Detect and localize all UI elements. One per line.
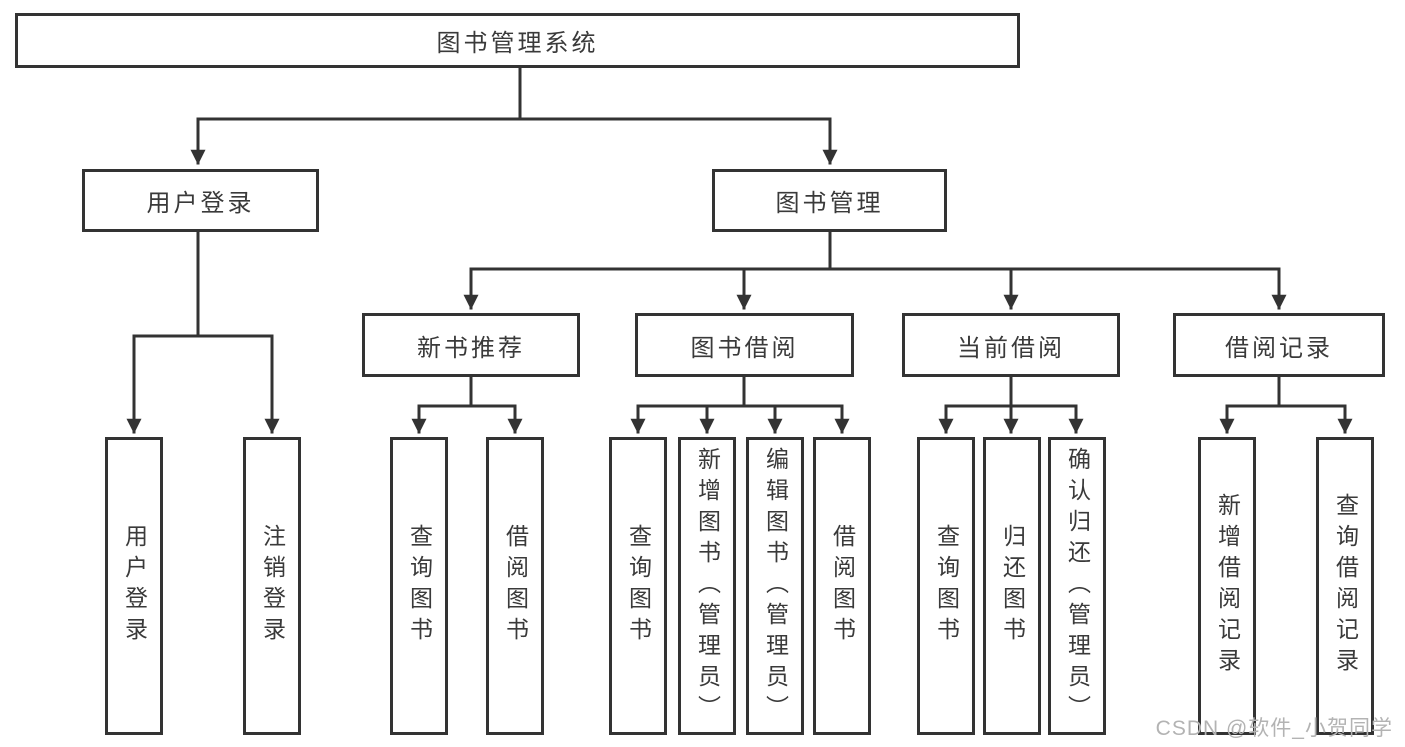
connector-book-borrow-to-leaves bbox=[630, 373, 850, 434]
connector-borrow-record-to-leaves bbox=[1219, 373, 1353, 434]
leaf-user-login: 用户登录 bbox=[105, 437, 163, 735]
leaf-borrow-book-recommend: 借阅图书 bbox=[486, 437, 544, 735]
node-user-login: 用户登录 bbox=[82, 169, 319, 232]
leaf-confirm-return-admin: 确认归还（管理员） bbox=[1048, 437, 1106, 735]
leaf-edit-book-admin: 编辑图书（管理员） bbox=[746, 437, 804, 735]
node-borrow-records: 借阅记录 bbox=[1173, 313, 1385, 377]
node-current-borrow: 当前借阅 bbox=[902, 313, 1120, 377]
node-library-system: 图书管理系统 bbox=[15, 13, 1020, 68]
node-book-management: 图书管理 bbox=[712, 169, 947, 232]
connector-user-login-to-leaves bbox=[126, 229, 280, 434]
node-book-borrow: 图书借阅 bbox=[635, 313, 854, 377]
node-new-book-recommend: 新书推荐 bbox=[362, 313, 580, 377]
connector-current-borrow-to-leaves bbox=[938, 373, 1084, 434]
leaf-add-book-admin: 新增图书（管理员） bbox=[678, 437, 736, 735]
leaf-query-book-recommend: 查询图书 bbox=[390, 437, 448, 735]
leaf-logout: 注销登录 bbox=[243, 437, 301, 735]
leaf-borrow-book: 借阅图书 bbox=[813, 437, 871, 735]
leaf-query-book-current: 查询图书 bbox=[917, 437, 975, 735]
leaf-return-book: 归还图书 bbox=[983, 437, 1041, 735]
connector-new-book-to-leaves bbox=[411, 373, 523, 434]
leaf-query-book-borrow: 查询图书 bbox=[609, 437, 667, 735]
connector-book-mgmt-to-level3 bbox=[463, 229, 1287, 310]
csdn-watermark: CSDN @软件_小贺同学 bbox=[1155, 717, 1393, 740]
leaf-add-borrow-record: 新增借阅记录 bbox=[1198, 437, 1256, 735]
connector-root-to-level2 bbox=[190, 64, 838, 165]
leaf-query-borrow-record: 查询借阅记录 bbox=[1316, 437, 1374, 735]
